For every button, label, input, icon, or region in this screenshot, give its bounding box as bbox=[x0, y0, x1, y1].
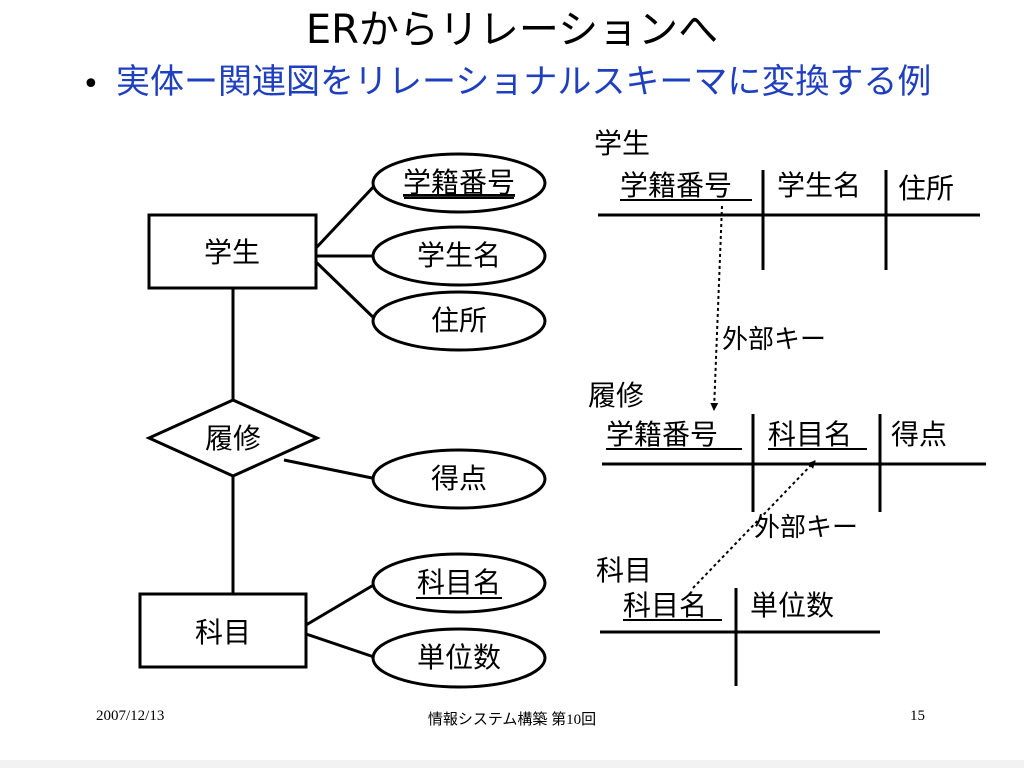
subject-table-name: 科目 bbox=[596, 554, 652, 587]
student-entity-label: 学生 bbox=[204, 236, 260, 269]
student-col-id: 学籍番号 bbox=[620, 169, 732, 202]
attr-credits-ellipse bbox=[371, 627, 547, 689]
connector-credits bbox=[305, 632, 378, 660]
attr-score-ellipse bbox=[371, 448, 547, 510]
attr-address-ellipse bbox=[371, 290, 547, 352]
subject-entity-box bbox=[138, 592, 308, 669]
connector-subject-name bbox=[305, 581, 378, 627]
relationship-diamond bbox=[145, 398, 321, 478]
attr-student-id-label: 学籍番号 bbox=[403, 166, 515, 199]
bullet-text: 実体ー関連図をリレーショナルスキーマに変換する例 bbox=[116, 62, 932, 102]
connector-score bbox=[283, 458, 378, 481]
student-col-address: 住所 bbox=[898, 172, 954, 205]
enrollment-col-subject-name: 科目名 bbox=[768, 418, 852, 451]
slide-title: ERからリレーションへ bbox=[305, 7, 719, 53]
footer-date: 2007/12/13 bbox=[96, 708, 165, 724]
footer-page-number: 15 bbox=[910, 708, 925, 724]
connector-address bbox=[314, 260, 379, 323]
attr-credits-label: 単位数 bbox=[417, 641, 501, 674]
subject-entity-label: 科目 bbox=[195, 616, 251, 649]
fk-label-2: 外部キー bbox=[754, 513, 858, 543]
student-table-name: 学生 bbox=[594, 127, 650, 160]
enrollment-col-student-id: 学籍番号 bbox=[606, 418, 718, 451]
attr-student-name-ellipse bbox=[371, 225, 547, 287]
subject-col-name: 科目名 bbox=[623, 589, 707, 622]
fk-arrow-student-id bbox=[710, 205, 723, 411]
relationship-label: 履修 bbox=[205, 422, 261, 455]
subject-col-credits: 単位数 bbox=[750, 589, 834, 622]
student-col-name: 学生名 bbox=[777, 169, 861, 202]
fk-arrow-subject-name bbox=[692, 460, 816, 589]
er-connectors bbox=[231, 181, 379, 660]
attr-subject-name-label: 科目名 bbox=[417, 566, 501, 599]
enrollment-col-score: 得点 bbox=[891, 418, 947, 451]
bottom-band bbox=[0, 760, 1024, 768]
attr-address-label: 住所 bbox=[431, 304, 487, 337]
connector-student-id bbox=[314, 181, 379, 250]
bullet-marker: • bbox=[82, 67, 100, 102]
enrollment-table-lines bbox=[602, 414, 986, 512]
student-table-lines bbox=[598, 170, 980, 270]
attr-student-name-label: 学生名 bbox=[417, 239, 501, 272]
student-entity-box bbox=[147, 213, 318, 290]
subject-table-lines bbox=[600, 588, 880, 686]
fk-label-1: 外部キー bbox=[722, 325, 826, 355]
attr-score-label: 得点 bbox=[431, 462, 487, 495]
footer-course: 情報システム構築 第10回 bbox=[427, 712, 597, 728]
enrollment-table-name: 履修 bbox=[588, 379, 644, 412]
